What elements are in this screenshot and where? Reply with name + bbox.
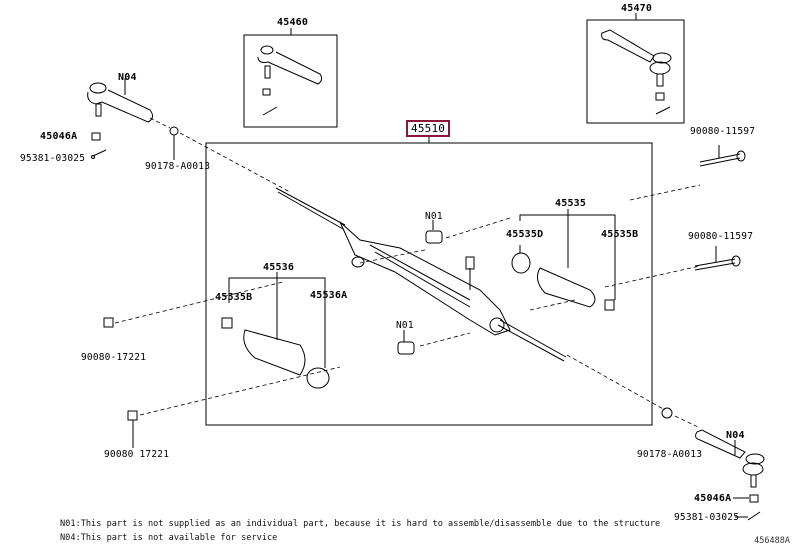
tie-rod-end-45470: [601, 29, 672, 115]
label-n04-left[interactable]: N04: [118, 72, 137, 83]
boot-45535: [511, 209, 616, 311]
label-90080-11597-mid[interactable]: 90080-11597: [688, 231, 754, 242]
label-45046a-right[interactable]: 45046A: [694, 493, 732, 504]
castle-nut-right: [733, 494, 759, 503]
bushing-n01-top: [425, 220, 443, 244]
label-90080-17221-lower[interactable]: 90080 17221: [104, 449, 170, 460]
bushing-n01-bottom: [397, 330, 415, 355]
label-45470[interactable]: 45470: [621, 3, 653, 14]
tie-rod-end-left[interactable]: [87, 78, 154, 123]
illustration-code: 456488A: [754, 536, 790, 546]
label-45046a-left[interactable]: 45046A: [40, 131, 78, 142]
label-45536a[interactable]: 45536A: [310, 290, 348, 301]
label-n01-bottom[interactable]: N01: [396, 320, 414, 331]
label-45535b-left[interactable]: 45535B: [215, 292, 253, 303]
bolt-90080-11597-mid: [694, 246, 741, 271]
tie-rod-end-45460: [257, 45, 323, 116]
label-95381-03025-left[interactable]: 95381-03025: [20, 153, 86, 164]
nut-90080-17221-lower: [127, 410, 138, 448]
castle-nut-left: [91, 132, 101, 141]
label-45535d[interactable]: 45535D: [506, 229, 544, 240]
footnote-n04: N04:This part is not available for servi…: [60, 533, 278, 543]
cotter-pin-left: [91, 149, 107, 159]
box-45460: [243, 34, 338, 128]
nut-90080-17221-upper: [103, 317, 114, 328]
label-45535[interactable]: 45535: [555, 198, 587, 209]
label-90080-11597-top[interactable]: 90080-11597: [690, 126, 756, 137]
label-45460[interactable]: 45460: [277, 17, 309, 28]
label-45510-highlighted[interactable]: 45510: [406, 120, 451, 137]
label-45535b-right[interactable]: 45535B: [601, 229, 639, 240]
steering-rack[interactable]: [275, 187, 567, 362]
label-45536[interactable]: 45536: [263, 262, 295, 273]
label-90178-a0013-right[interactable]: 90178-A0013: [637, 449, 703, 460]
footnote-n01: N01:This part is not supplied as an indi…: [60, 519, 661, 529]
label-90178-a0013-left[interactable]: 90178-A0013: [145, 161, 211, 172]
label-90080-17221-upper[interactable]: 90080-17221: [81, 352, 147, 363]
bolt-90080-11597-top: [699, 145, 746, 167]
label-n01-top[interactable]: N01: [425, 211, 443, 222]
tie-rod-end-right[interactable]: [695, 429, 765, 488]
nut-90178-left: [169, 126, 179, 160]
nut-90178-right: [661, 407, 673, 419]
label-95381-03025-right[interactable]: 95381-03025: [674, 512, 740, 523]
label-n04-right[interactable]: N04: [726, 430, 745, 441]
cotter-pin-right: [735, 511, 761, 521]
boot-45536: [221, 272, 330, 389]
